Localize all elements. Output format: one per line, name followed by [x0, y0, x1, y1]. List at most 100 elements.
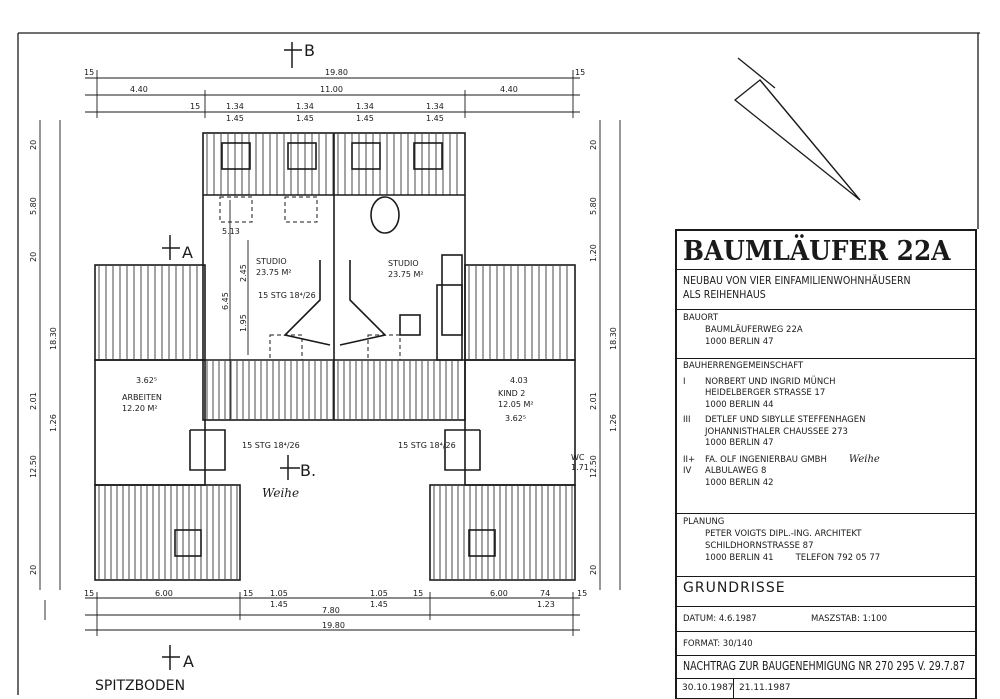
- dim-label: 1.45: [270, 600, 288, 609]
- project-subtitle: NEUBAU VON VIER EINFAMILIENWOHNHÄUSERN A…: [677, 270, 975, 310]
- room-labels: STUDIO 23.75 M² STUDIO 23.75 M² ARBEITEN…: [122, 257, 589, 472]
- dim-label: 15: [413, 589, 423, 598]
- owner-numeral: III: [683, 415, 691, 425]
- room-area: 23.75 M²: [388, 270, 424, 279]
- dim-label: 15: [575, 68, 585, 77]
- north-arrow-icon: [733, 57, 861, 201]
- building-walls: [94, 132, 576, 581]
- dim-label: 5.80: [589, 197, 598, 215]
- address-line: BAUMLÄUFERWEG 22A: [705, 325, 803, 335]
- section-a-bottom: A: [183, 652, 194, 671]
- owner-line: 1000 BERLIN 44: [705, 399, 774, 410]
- dim-label: 1.45: [356, 114, 374, 123]
- dim-label: 2.01: [29, 392, 38, 410]
- address-line: 1000 BERLIN 47: [705, 337, 774, 347]
- date-scale-row: DATUM: 4.6.1987 MASZSTAB: 1:100: [677, 607, 975, 632]
- floor-label: SPITZBODEN: [95, 678, 185, 694]
- dim-label: 15: [84, 68, 94, 77]
- dim-label: 6.00: [490, 589, 508, 598]
- stair-label: 15 STG 18⁴/26: [242, 441, 300, 450]
- dim-label: 18.30: [49, 327, 58, 350]
- owner-line: 1000 BERLIN 42: [705, 477, 774, 488]
- dim-label: 1.45: [226, 114, 244, 123]
- dim-label: 2.01: [589, 392, 598, 410]
- dimension-lines: [39, 70, 621, 636]
- dim-label: 3.62⁵: [136, 376, 157, 385]
- dim-label: 1.23: [537, 600, 555, 609]
- amendment-note-text: NACHTRAG ZUR BAUGENEHMIGUNG NR 270 295 V…: [683, 658, 966, 673]
- handwritten-signature: Weihe: [262, 486, 299, 500]
- dim-label: 1.20: [589, 244, 598, 262]
- planner-phone: TELEFON 792 05 77: [795, 553, 881, 563]
- section-label: BAUORT: [683, 313, 719, 323]
- owner-line: ALBULAWEG 8: [705, 466, 767, 476]
- dim-label: 20: [589, 565, 598, 575]
- section-markers: B A B. A: [162, 41, 316, 671]
- dim-label: 11.00: [320, 85, 343, 94]
- dim-label: 12.50: [589, 455, 598, 478]
- drawing-scale: MASZSTAB: 1:100: [811, 614, 888, 624]
- owner-line: NORBERT UND INGRID MÜNCH: [705, 376, 836, 387]
- roof-hatching: [98, 134, 573, 579]
- dim-label: 1.34: [426, 102, 444, 111]
- dim-label: 4.40: [500, 85, 518, 94]
- section-label: BAUHERRENGEMEINSCHAFT: [683, 361, 804, 371]
- dim-label: 1.45: [370, 600, 388, 609]
- revision-dates: 30.10.1987 21.11.1987: [677, 679, 975, 699]
- dim-label: 1.34: [356, 102, 374, 111]
- planner-line: PETER VOIGTS DIPL.-ING. ARCHITEKT: [705, 529, 862, 539]
- dim-label: 6.45: [221, 292, 230, 310]
- owner-numeral: IV: [683, 466, 692, 476]
- dim-label: 2.45: [239, 264, 248, 282]
- amendment-note: NACHTRAG ZUR BAUGENEHMIGUNG NR 270 295 V…: [677, 656, 975, 679]
- owner-line: DETLEF UND SIBYLLE STEFFENHAGEN: [705, 415, 866, 425]
- owner-line: HEIDELBERGER STRASSE 17: [705, 388, 826, 398]
- section-b-top: B: [304, 41, 315, 60]
- owner-entry: III DETLEF UND SIBYLLE STEFFENHAGEN JOHAN…: [683, 415, 969, 450]
- dim-label: 20: [29, 252, 38, 262]
- dim-label: 1.95: [239, 314, 248, 332]
- dim-label: 15: [243, 589, 253, 598]
- owner-line: FA. OLF INGENIERBAU GMBH: [705, 454, 827, 465]
- owner-numeral: II+: [683, 454, 696, 465]
- dim-label: 18.30: [609, 327, 618, 350]
- dim-label: 19.80: [325, 68, 348, 77]
- room-name: STUDIO: [388, 259, 419, 268]
- project-title: BAUMLÄUFER 22A: [677, 231, 975, 270]
- section-b-mid: B.: [300, 461, 316, 480]
- stair-label: 15 STG 18⁴/26: [258, 291, 316, 300]
- room-name: ARBEITEN: [122, 393, 162, 402]
- project-title-text: BAUMLÄUFER 22A: [683, 236, 951, 267]
- dim-label: 1.05: [270, 589, 288, 598]
- dim-label: 20: [29, 140, 38, 150]
- dim-label: 1.45: [426, 114, 444, 123]
- room-area: 12.05 M²: [498, 400, 534, 409]
- dim-label: 5.13: [222, 227, 240, 236]
- planner-line: 1000 BERLIN 41: [705, 553, 774, 563]
- subtitle-line: ALS REIHENHAUS: [683, 288, 766, 301]
- revision-date: 21.11.1987: [739, 683, 791, 693]
- dim-label: 4.03: [510, 376, 528, 385]
- dim-label: 4.40: [130, 85, 148, 94]
- dim-label: 12.50: [29, 455, 38, 478]
- section-a-left: A: [182, 243, 193, 262]
- owner-entry: II+ FA. OLF INGENIERBAU GMBH Weihe IV ALBUL…: [683, 454, 969, 490]
- planung-section: PLANUNG PETER VOIGTS DIPL.-ING. ARCHITEK…: [677, 514, 975, 577]
- dim-label: 20: [589, 140, 598, 150]
- room-name: STUDIO: [256, 257, 287, 266]
- dim-label: 1.45: [296, 114, 314, 123]
- dim-label: 15: [84, 589, 94, 598]
- owner-line: JOHANNISTHALER CHAUSSEE 273: [705, 426, 848, 437]
- handwritten-note: Weihe: [848, 453, 880, 465]
- dim-label: 20: [29, 565, 38, 575]
- dim-label: 1.26: [609, 414, 618, 432]
- dim-label: 1.26: [49, 414, 58, 432]
- dim-label: 74: [540, 589, 550, 598]
- dim-label: 7.80: [322, 606, 340, 615]
- room-name: WC: [571, 453, 585, 462]
- dim-label: 19.80: [322, 621, 345, 630]
- dashed-openings: [219, 196, 401, 361]
